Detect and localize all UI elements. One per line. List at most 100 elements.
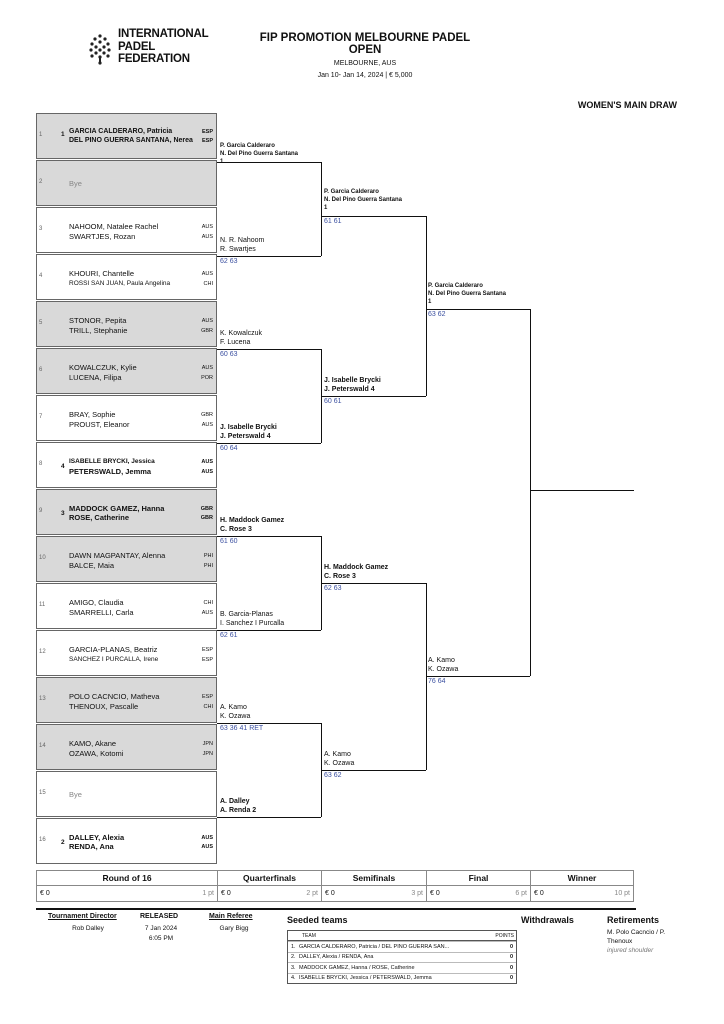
- bracket-line: [321, 770, 426, 771]
- director-name: Rob Dalley: [72, 925, 104, 932]
- bracket-line: [426, 676, 530, 677]
- prize-money: € 0: [325, 890, 335, 897]
- entry-row: 13 POLO CACNCIO, Matheva ESP THENOUX, Pa…: [36, 677, 217, 723]
- match-score: 61 61: [324, 218, 342, 225]
- bracket-line: [217, 723, 321, 724]
- entry-row: 6 KOWALCZUK, Kylie AUS LUCENA, Filipa PO…: [36, 348, 217, 394]
- qf-winner: J. Isabelle Brycki J. Peterswald 4: [324, 377, 381, 393]
- qf-winner: A. Kamo K. Ozawa: [324, 751, 355, 767]
- qf-winner: P. Garcia Calderaro N. Del Pino Guerra S…: [324, 189, 403, 211]
- prize-money: € 0: [40, 890, 50, 897]
- round-points: 3 pt: [411, 890, 423, 897]
- entry-row: 10 DAWN MAGPANTAY, Alenna PHI BALCE, Mai…: [36, 536, 217, 582]
- table-row: 1. GARCIA CALDERARO, Patricia / DEL PINO…: [288, 941, 516, 952]
- referee-label: Main Referee: [209, 913, 253, 920]
- seed-number: 1: [61, 131, 65, 138]
- tournament-location: MELBOURNE, AUS: [333, 60, 397, 67]
- entry-row: 15 Bye: [36, 771, 217, 817]
- prize-money: € 0: [221, 890, 231, 897]
- seed-number: 3: [61, 510, 65, 517]
- match-score: 60 61: [324, 398, 342, 405]
- draw-title: WOMEN'S MAIN DRAW: [577, 100, 677, 110]
- seeded-teams-table: TEAM POINTS 1. GARCIA CALDERARO, Patrici…: [287, 930, 517, 984]
- logo-line: FEDERATION: [118, 53, 190, 65]
- bracket-line: [217, 817, 321, 818]
- footer-divider: [36, 908, 636, 910]
- round-cell: Winner € 0 10 pt: [530, 870, 634, 902]
- released-label: RELEASED: [140, 913, 179, 920]
- r16-winner: B. Garcia-Planas I. Sanchez I Purcalla: [220, 611, 285, 627]
- seeded-teams-title: Seeded teams: [287, 915, 348, 925]
- entry-row: 5 STONOR, Pepita AUS TRILL, Stephanie GB…: [36, 301, 217, 347]
- entry-row: 1 1 GARCIA CALDERARO, Patricia ESP DEL P…: [36, 113, 217, 159]
- rounds-table: Round of 16 € 0 1 pt Quarterfinals € 0 2…: [36, 870, 636, 904]
- prize-money: € 0: [534, 890, 544, 897]
- r16-winner: P. Garcia Calderaro N. Del Pino Guerra S…: [220, 143, 299, 165]
- referee-name: Gary Bigg: [219, 925, 249, 932]
- bracket-line: [217, 349, 321, 350]
- bracket-line: [217, 162, 321, 163]
- r16-winner: A. Kamo K. Ozawa: [220, 704, 251, 720]
- released-date: 7 Jan 2024: [144, 925, 178, 932]
- match-score: 76 64: [428, 678, 446, 685]
- bracket-line: [217, 536, 321, 537]
- sf-winner: P. Garcia Calderaro N. Del Pino Guerra S…: [428, 283, 507, 305]
- qf-winner: H. Maddock Gamez C. Rose 3: [324, 564, 389, 580]
- logo-line: PADEL: [118, 40, 156, 53]
- round-cell: Round of 16 € 0 1 pt: [36, 870, 218, 902]
- bye-label: Bye: [69, 790, 82, 799]
- entry-row: 14 KAMO, Akane JPN OZAWA, Kotomi JPN: [36, 724, 217, 770]
- prize-money: € 0: [430, 890, 440, 897]
- bracket-line: [217, 630, 321, 631]
- table-header: TEAM POINTS: [288, 931, 516, 941]
- entry-row: 4 KHOURI, Chantelle AUS ROSSI SAN JUAN, …: [36, 254, 217, 300]
- logo-line: INTERNATIONAL: [118, 28, 209, 40]
- table-row: 3. MADDOCK GAMEZ, Hanna / ROSE, Catherin…: [288, 962, 516, 973]
- bracket-line: [321, 162, 322, 256]
- released-time: 6:05 PM: [148, 935, 174, 942]
- bracket-line: [530, 490, 634, 491]
- match-score: 61 60: [220, 538, 238, 545]
- entry-row: 16 2 DALLEY, Alexia AUS RENDA, Ana AUS: [36, 818, 217, 864]
- table-row: 4. ISABELLE BRYCKI, Jessica / PETERSWALD…: [288, 972, 516, 984]
- withdrawals-title: Withdrawals: [521, 915, 574, 925]
- retirements-title: Retirements: [607, 915, 660, 925]
- tournament-dates: Jan 10- Jan 14, 2024 | € 5,000: [317, 72, 413, 79]
- match-score: 62 63: [324, 585, 342, 592]
- r16-winner: K. Kowalczuk F. Lucena: [220, 330, 263, 346]
- seed-number: 2: [61, 839, 65, 846]
- sf-winner: A. Kamo K. Ozawa: [428, 657, 459, 673]
- match-score: 62 61: [220, 632, 238, 639]
- round-cell: Semifinals € 0 3 pt: [321, 870, 427, 902]
- retirement-entry: M. Polo Cacncio / P. Thenoux injured sho…: [607, 929, 666, 954]
- bracket-line: [321, 216, 426, 217]
- entry-row: 11 AMIGO, Claudia CHI SMARRELLI, Carla A…: [36, 583, 217, 629]
- match-score: 63 36 41 RET: [220, 725, 264, 732]
- table-row: 2. DALLEY, Alexia / RENDA, Ana 0: [288, 951, 516, 963]
- entry-row: 3 NAHOOM, Natalee Rachel AUS SWARTJES, R…: [36, 207, 217, 253]
- round-points: 1 pt: [202, 890, 214, 897]
- r16-winner: A. Dalley A. Renda 2: [220, 798, 257, 814]
- match-score: 62 63: [220, 258, 238, 265]
- bracket-line: [321, 396, 426, 397]
- match-score: 63 62: [324, 772, 342, 779]
- round-points: 10 pt: [614, 890, 630, 897]
- match-score: 60 63: [220, 351, 238, 358]
- entry-row: 2 Bye: [36, 160, 217, 206]
- bracket-line: [321, 583, 426, 584]
- entry-row: 9 3 MADDOCK GAMEZ, Hanna GBR ROSE, Cathe…: [36, 489, 217, 535]
- director-label: Tournament Director: [48, 913, 117, 920]
- fip-logo: INTERNATIONAL PADEL FEDERATION: [88, 28, 209, 68]
- bracket-line: [217, 256, 321, 257]
- tournament-title: FIP PROMOTION MELBOURNE PADEL OPEN: [259, 32, 471, 56]
- r16-winner: H. Maddock Gamez C. Rose 3: [220, 517, 285, 533]
- bye-label: Bye: [69, 179, 82, 188]
- round-points: 6 pt: [515, 890, 527, 897]
- entry-row: 8 4 ISABELLE BRYCKI, Jessica AUS PETERSW…: [36, 442, 217, 488]
- round-cell: Final € 0 6 pt: [426, 870, 531, 902]
- fip-logo-icon: [89, 34, 111, 65]
- bracket-line: [530, 309, 531, 676]
- seed-number: 4: [61, 463, 65, 470]
- r16-winner: J. Isabelle Brycki J. Peterswald 4: [220, 424, 277, 440]
- bracket-line: [217, 443, 321, 444]
